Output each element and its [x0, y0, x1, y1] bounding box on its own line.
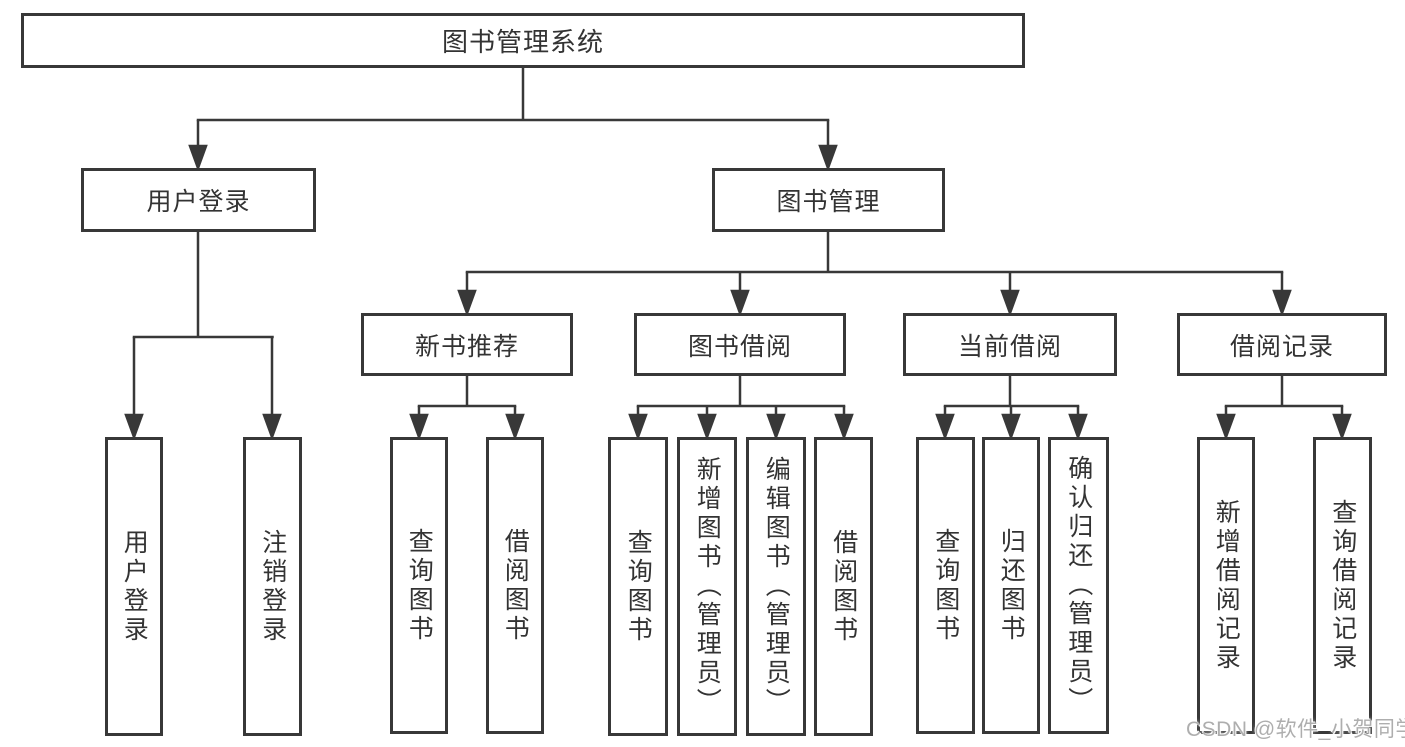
node-new-book-recommend: 新书推荐 — [361, 313, 573, 376]
node-label: 编辑图书（管理员） — [762, 456, 791, 717]
node-book-borrow: 图书借阅 — [634, 313, 846, 376]
node-label: 新增借阅记录 — [1212, 498, 1241, 673]
node-borrow-records: 借阅记录 — [1177, 313, 1387, 376]
leaf-logout: 注销登录 — [243, 437, 302, 736]
leaf-query-book-current: 查询图书 — [916, 437, 975, 734]
csdn-watermark: CSDN @软件_小贺同学 — [1186, 718, 1405, 741]
node-label: 图书管理系统 — [441, 27, 604, 57]
leaf-borrow-book: 借阅图书 — [814, 437, 873, 736]
node-label: 图书管理 — [776, 188, 881, 216]
leaf-user-login: 用户登录 — [105, 437, 163, 736]
node-label: 新书推荐 — [414, 332, 519, 361]
leaf-query-borrow-record: 查询借阅记录 — [1313, 437, 1372, 734]
leaf-return-book: 归还图书 — [982, 437, 1040, 734]
node-root-system: 图书管理系统 — [21, 13, 1025, 68]
node-label: 借阅图书 — [829, 528, 858, 645]
leaf-add-book-admin: 新增图书（管理员） — [677, 437, 737, 736]
node-label: 确认归还（管理员） — [1064, 455, 1093, 716]
node-label: 当前借阅 — [957, 332, 1062, 361]
leaf-query-book-recommend: 查询图书 — [390, 437, 448, 734]
leaf-add-borrow-record: 新增借阅记录 — [1197, 437, 1255, 734]
leaf-confirm-return-admin: 确认归还（管理员） — [1048, 437, 1109, 734]
node-current-borrow: 当前借阅 — [903, 313, 1117, 376]
node-label: 借阅记录 — [1229, 332, 1334, 361]
node-label: 查询图书 — [931, 527, 960, 644]
node-label: 注销登录 — [258, 528, 287, 645]
node-label: 借阅图书 — [501, 527, 530, 644]
node-label: 用户登录 — [120, 528, 149, 645]
node-book-management: 图书管理 — [712, 168, 945, 232]
node-label: 新增图书（管理员） — [693, 456, 722, 717]
node-label: 查询图书 — [624, 528, 653, 645]
node-label: 用户登录 — [146, 188, 251, 216]
node-label: 图书借阅 — [687, 332, 792, 361]
node-label: 查询借阅记录 — [1328, 498, 1357, 673]
node-label: 归还图书 — [997, 527, 1026, 644]
leaf-borrow-book-recommend: 借阅图书 — [486, 437, 544, 734]
node-user-login: 用户登录 — [81, 168, 316, 232]
leaf-edit-book-admin: 编辑图书（管理员） — [746, 437, 806, 736]
node-label: 查询图书 — [405, 527, 434, 644]
leaf-query-book-borrow: 查询图书 — [608, 437, 668, 736]
